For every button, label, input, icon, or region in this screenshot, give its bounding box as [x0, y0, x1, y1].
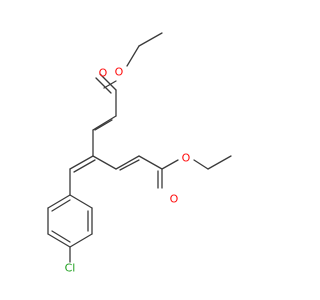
bond-lower-c1-c2-inner	[119, 159, 140, 171]
bond-center-benzylidene-b	[73, 159, 96, 173]
bond-center-to-lower-chain	[92, 155, 117, 170]
atom-label-o-ester-lower: O	[182, 152, 191, 165]
bond-upper-c2-c3-double-inner	[94, 119, 113, 131]
bond-ring-3	[69, 233, 93, 248]
bond-ester-lower-o-ch2	[193, 159, 209, 170]
bond-ring-4	[47, 233, 71, 248]
bond-ring-6-inner	[51, 199, 71, 212]
bond-ethyl-upper-ch3	[138, 32, 163, 47]
atom-label-o-carbonyl-upper: O	[99, 67, 108, 80]
atom-label-layer: O O O O Cl	[65, 66, 191, 275]
bond-upper-c2-c3-double	[92, 115, 117, 131]
bond-carbonyl-upper-b	[95, 77, 112, 94]
bond-ester-lower-c-o	[161, 159, 179, 170]
bond-lower-c1-c2	[115, 155, 140, 170]
bond-ring-4-inner	[51, 230, 71, 243]
atom-label-o-carbonyl-lower: O	[170, 193, 179, 206]
bond-center-benzylidene-a	[69, 155, 94, 170]
atom-label-o-ester-upper: O	[115, 66, 124, 79]
bond-carbonyl-upper-a	[99, 73, 117, 91]
bond-ethyl-upper-ch2-o	[126, 45, 140, 67]
bond-ethyl-lower-ch3	[207, 155, 232, 170]
bond-layer	[47, 32, 232, 263]
structure-diagram: O O O O Cl	[47, 32, 232, 275]
atom-label-chlorine: Cl	[65, 262, 76, 275]
bond-ring-1	[69, 194, 93, 209]
bond-ring-6	[47, 194, 71, 209]
bond-lower-c2-c3	[138, 155, 163, 170]
